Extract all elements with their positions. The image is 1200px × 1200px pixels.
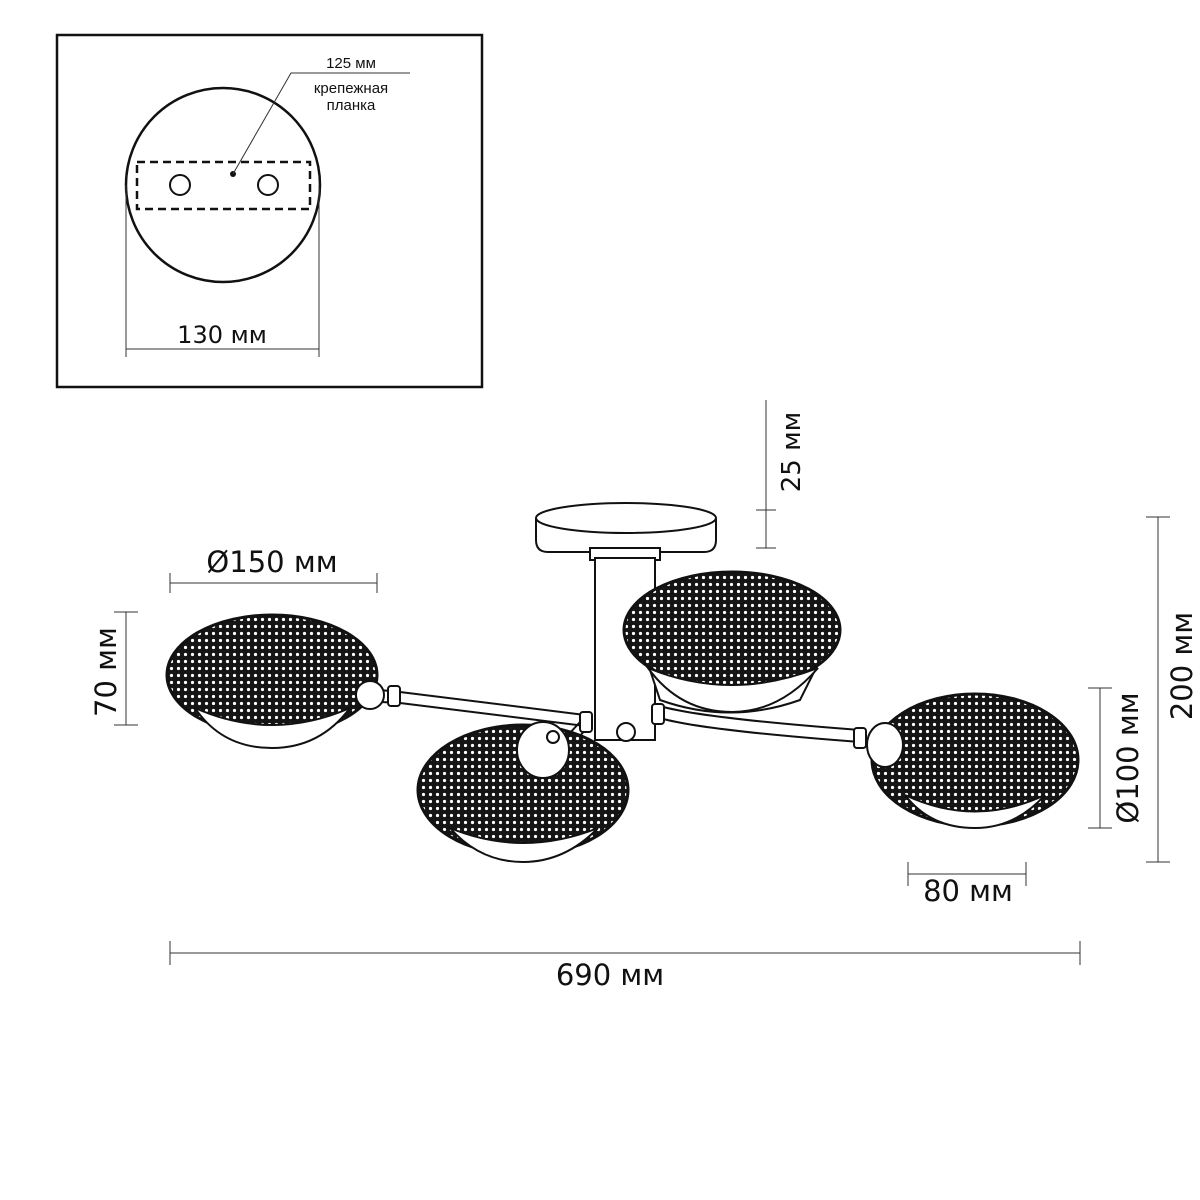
dim-arm-offset: 80 мм [907, 862, 1027, 908]
arm-right [659, 704, 861, 744]
shade-opening [645, 665, 819, 714]
shade-mesh [870, 692, 1080, 828]
arm-joint-far-right [853, 727, 867, 749]
shade-left [165, 613, 385, 750]
screw-hole-right [257, 174, 279, 196]
plate-label: крепежная [314, 80, 388, 97]
shade-height-label: 70 мм [89, 627, 123, 717]
shade-opening [904, 794, 1046, 830]
dim-total-height: 200 мм [1146, 516, 1199, 863]
shade-socket [516, 721, 570, 779]
total-height-label: 200 мм [1165, 612, 1199, 720]
shade-opening-label: Ø100 мм [1111, 692, 1145, 823]
total-width-label: 690 мм [556, 958, 664, 992]
dim-shade-height: 70 мм [89, 611, 138, 726]
shade-front [416, 721, 630, 864]
rod-finial [616, 722, 636, 742]
shade-mesh [165, 613, 379, 737]
dim-canopy-height: 25 мм [756, 400, 807, 549]
screw-hole-left [169, 174, 191, 196]
canopy-height-label: 25 мм [777, 412, 807, 493]
mounting-plate-outline [135, 160, 312, 211]
shade-diameter-label: Ø150 мм [206, 545, 337, 579]
arm-joint-far-left [387, 685, 401, 707]
inset-panel: 125 мм крепежная планка 130 мм [55, 33, 484, 389]
shade-socket [355, 680, 385, 710]
shade-right [866, 692, 1080, 830]
canopy-assembly [535, 502, 717, 742]
plate-label-line2: планка [327, 97, 376, 114]
leader-line [232, 72, 410, 175]
dim-shade-diameter: Ø150 мм [169, 545, 378, 593]
canopy-top-view [124, 86, 322, 284]
canopy-top [535, 502, 717, 534]
shade-opening [449, 827, 599, 864]
dim-total-width: 690 мм [169, 941, 1081, 992]
arm-offset-label: 80 мм [923, 874, 1013, 908]
arm-left [379, 688, 586, 728]
plate-length-label: 125 мм [326, 55, 376, 72]
canopy-diameter-label: 130 мм [177, 321, 267, 349]
arm-joint-left [579, 711, 593, 733]
shade-opening [192, 705, 354, 750]
arm-joint-right [651, 703, 665, 725]
dim-shade-opening: Ø100 мм [1088, 687, 1145, 829]
shade-socket [866, 722, 904, 768]
shade-back-right [622, 570, 842, 714]
